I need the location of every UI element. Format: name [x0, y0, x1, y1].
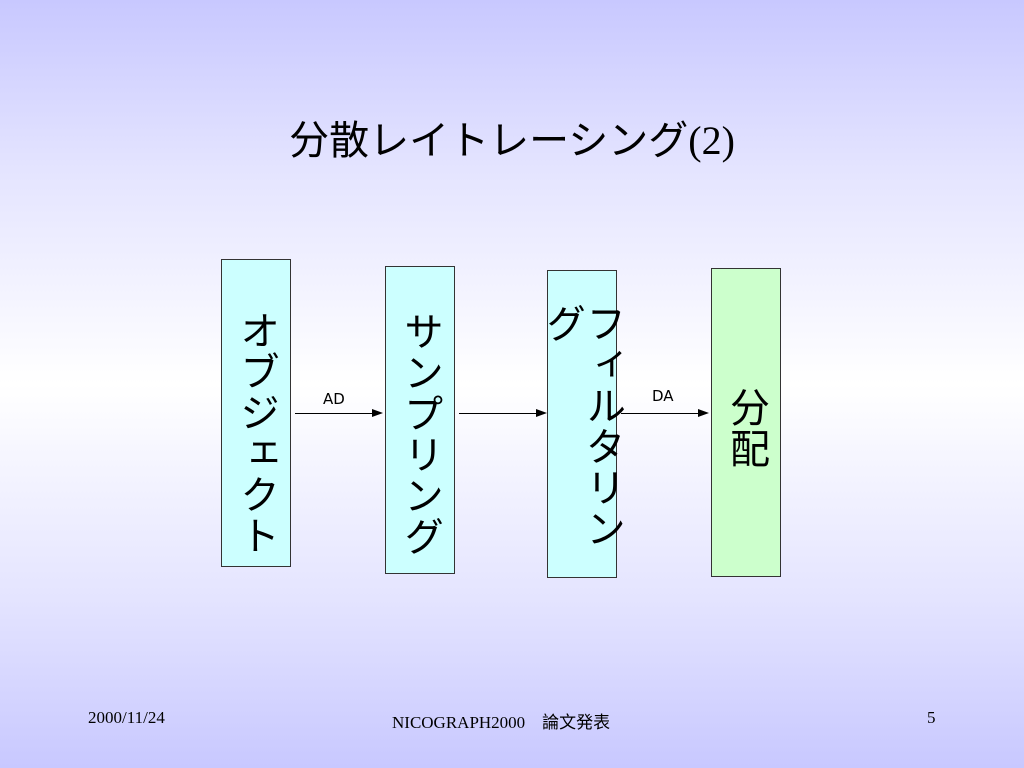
footer-date: 2000/11/24 [88, 708, 165, 727]
box-object: オブジェクト [221, 259, 291, 567]
box-object-label: オブジェクト [233, 310, 279, 556]
box-distribution-label: 分配 [723, 387, 769, 469]
box-distribution: 分配 [711, 268, 781, 577]
slide-title: 分散レイトレーシング(2) [0, 108, 1024, 166]
arrowhead [372, 409, 383, 417]
box-filtering: フィルタリング [539, 270, 625, 578]
arrow-ad-label: AD [323, 390, 345, 408]
box-filtering-label: フィルタリング [539, 303, 625, 549]
title-suffix: (2) [688, 118, 735, 163]
arrowhead [698, 409, 709, 417]
box-sampling-label: サンプリング [397, 311, 443, 557]
box-sampling: サンプリング [385, 266, 455, 574]
title-main: 分散レイトレーシング [289, 118, 689, 164]
arrow-da-label: DA [652, 387, 674, 405]
footer-page-number: 5 [927, 708, 936, 727]
footer-conference: NICOGRAPH2000 論文発表 [392, 713, 611, 732]
arrowhead [536, 409, 547, 417]
